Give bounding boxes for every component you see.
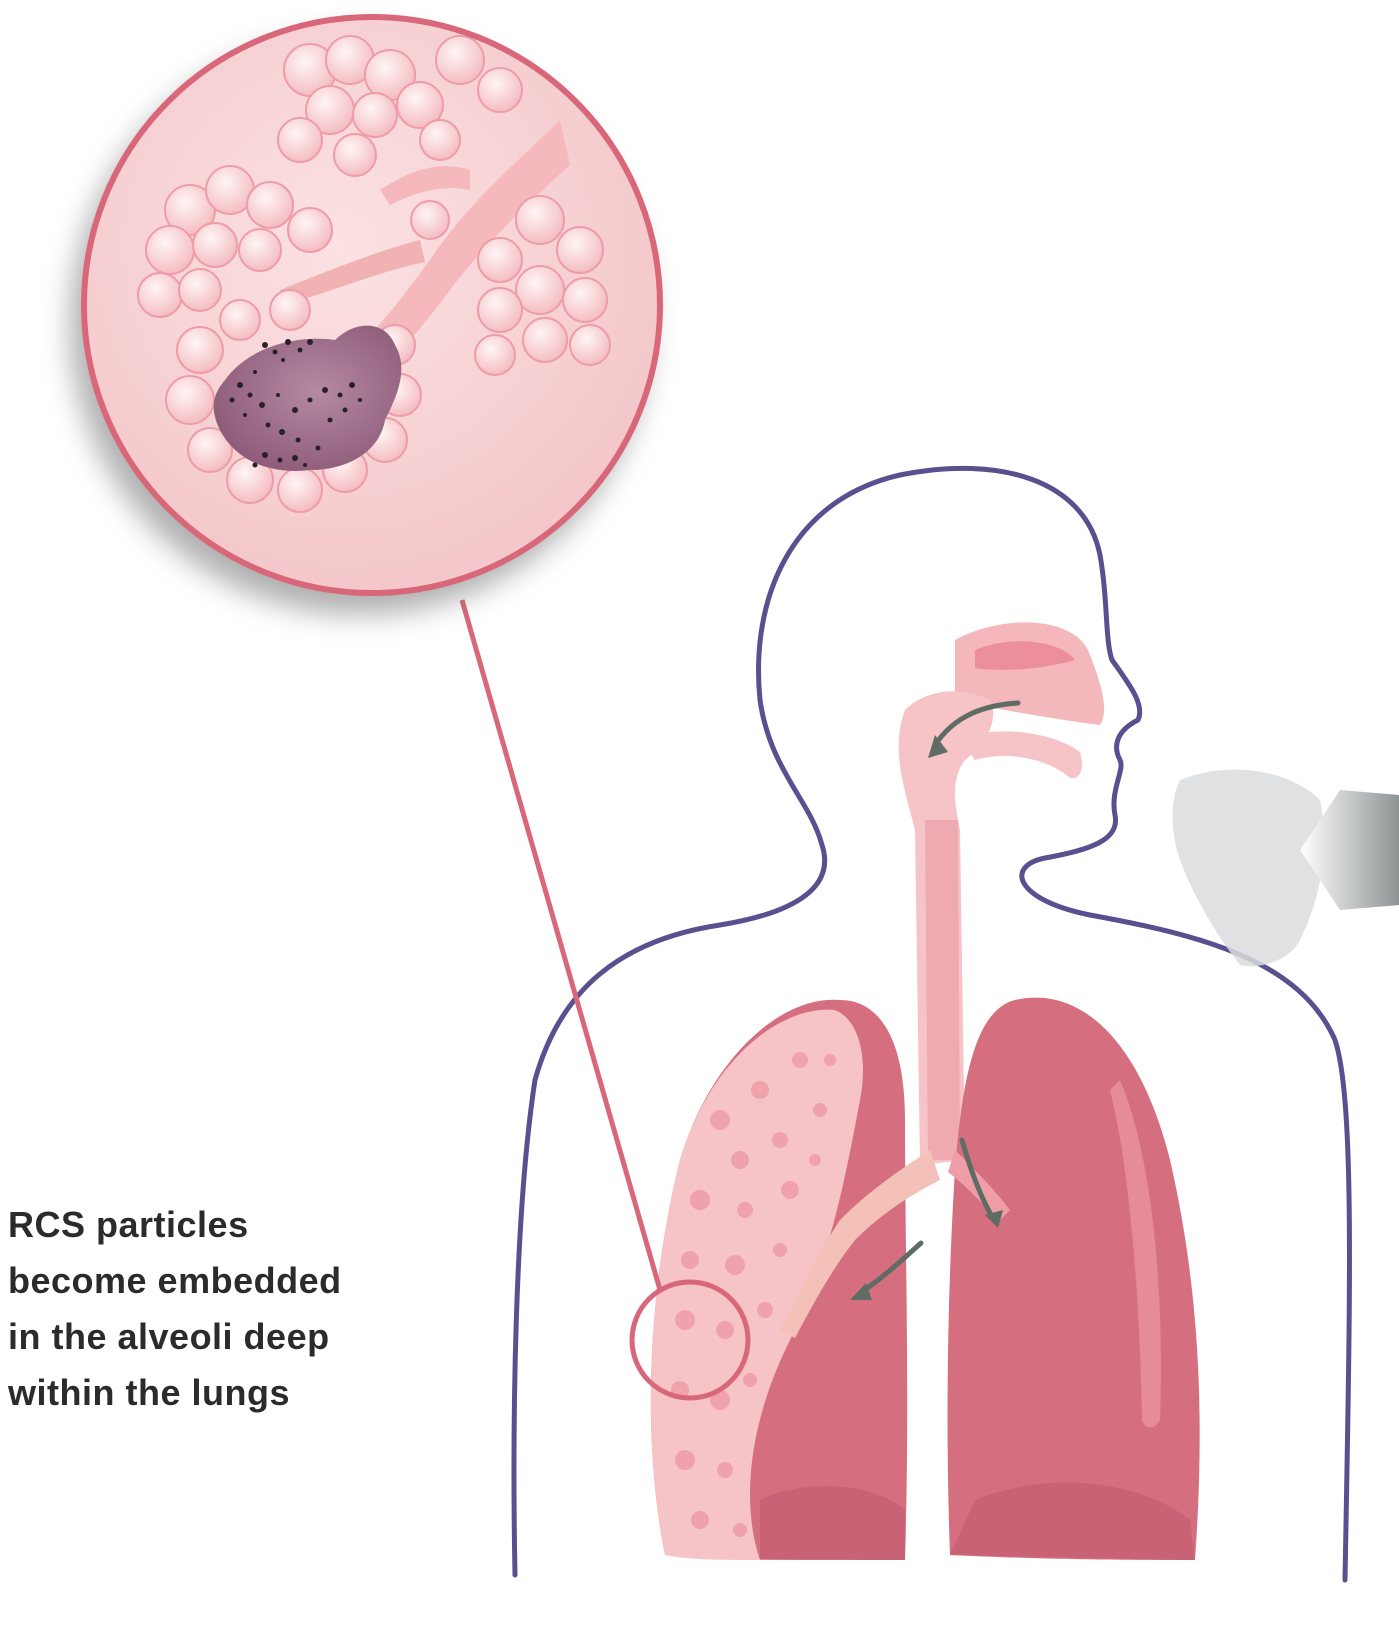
mouth-cavity [960, 731, 1082, 778]
caption-line-3: in the alveoli deep [8, 1309, 428, 1365]
caption-line-2: become embedded [8, 1253, 428, 1309]
caption-line-1: RCS particles [8, 1197, 428, 1253]
trachea [925, 820, 960, 1160]
caption-line-4: within the lungs [8, 1365, 428, 1421]
lung-right [948, 998, 1200, 1560]
zoom-leader-line [462, 600, 660, 1290]
lung-left-base [760, 1486, 905, 1560]
caption: RCS particles become embedded in the alv… [8, 1197, 428, 1421]
